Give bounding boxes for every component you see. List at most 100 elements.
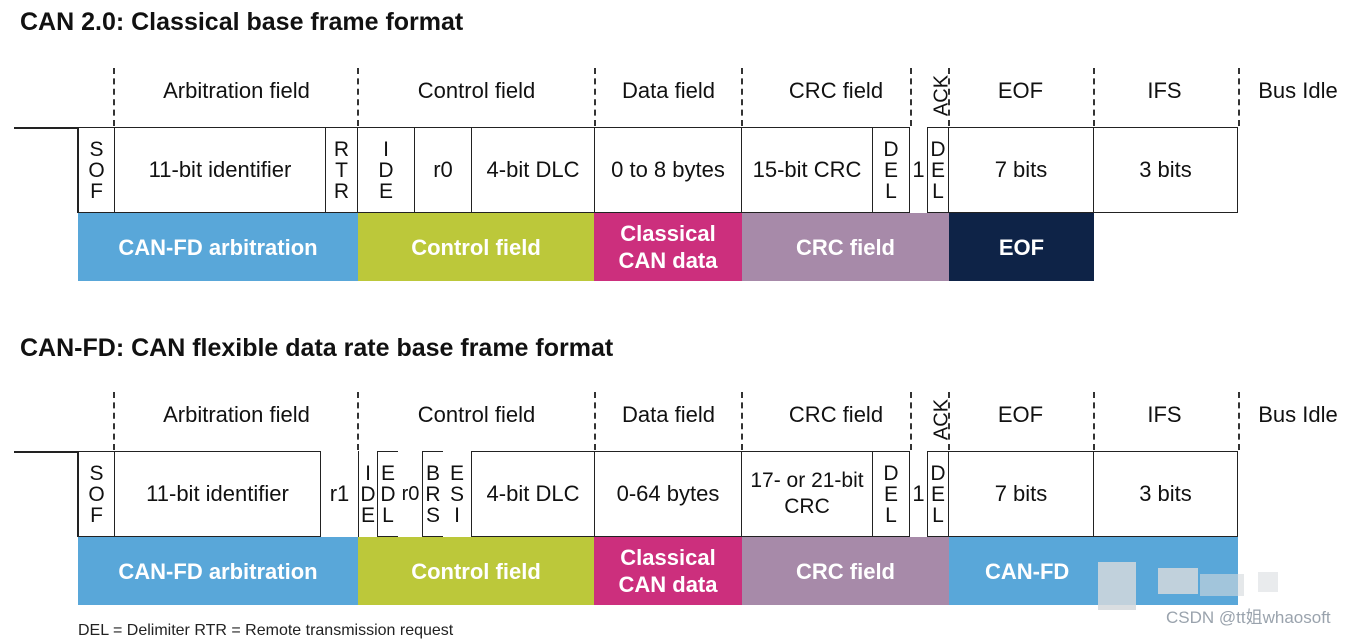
can20-ack-slot-cell: 1 bbox=[909, 127, 928, 213]
canfd-band-arbitration: CAN-FD arbitration bbox=[78, 537, 358, 605]
canfd-brs-letter: B bbox=[425, 461, 440, 485]
canfd-eof-cell: 7 bits bbox=[948, 451, 1094, 537]
canfd-separator bbox=[1238, 392, 1240, 450]
can20-rtr-letter: R bbox=[333, 179, 350, 203]
canfd-sof-letter: O bbox=[88, 482, 105, 506]
canfd-band-control: Control field bbox=[358, 537, 594, 605]
can20-dlc-cell: 4-bit DLC bbox=[471, 127, 595, 213]
can20-header-data: Data field bbox=[622, 78, 715, 103]
canfd-edl-letter: D bbox=[380, 482, 396, 506]
canfd-band-data: Classical CAN data bbox=[594, 537, 742, 605]
canfd-separator bbox=[1093, 392, 1095, 450]
canfd-ack-delimiter-cell: D E L bbox=[927, 451, 949, 537]
can20-ide-letter: E bbox=[378, 179, 393, 203]
watermark-blur bbox=[1158, 568, 1198, 594]
canfd-edl-letter: L bbox=[382, 503, 394, 527]
can20-title: CAN 2.0: Classical base frame format bbox=[20, 8, 464, 36]
canfd-dlc-cell: 4-bit DLC bbox=[471, 451, 595, 537]
can20-ack-del-letter: L bbox=[932, 179, 944, 203]
canfd-idle-line bbox=[14, 451, 78, 453]
canfd-r0-cell: r0 bbox=[398, 451, 423, 537]
canfd-esi-cell: E S I bbox=[443, 451, 472, 537]
canfd-esi-letter: E bbox=[449, 461, 464, 485]
can20-rtr-letter: T bbox=[335, 158, 348, 182]
canfd-ide-letter: I bbox=[365, 461, 371, 485]
canfd-header-ifs: IFS bbox=[1147, 402, 1182, 427]
canfd-header-crc: CRC field bbox=[788, 402, 884, 427]
can20-header-control: Control field bbox=[417, 78, 536, 103]
can20-ide-cell: I D E bbox=[357, 127, 415, 213]
can20-ifs-cell: 3 bits bbox=[1093, 127, 1238, 213]
canfd-sof-cell: S O F bbox=[78, 451, 115, 537]
can20-ack-del-letter: D bbox=[930, 137, 946, 161]
canfd-ack-del-letter: E bbox=[930, 482, 945, 506]
can20-band-control: Control field bbox=[358, 213, 594, 281]
can20-sof-cell: S O F bbox=[78, 127, 115, 213]
canfd-header-control: Control field bbox=[417, 402, 536, 427]
can20-data-cell: 0 to 8 bytes bbox=[594, 127, 742, 213]
watermark-blur bbox=[1258, 572, 1278, 592]
canfd-crc-del-letter: D bbox=[883, 461, 899, 485]
watermark-blur bbox=[1098, 562, 1136, 610]
can20-separator bbox=[948, 68, 950, 126]
canfd-separator bbox=[357, 392, 359, 450]
can20-separator bbox=[1238, 68, 1240, 126]
can20-crc-del-letter: E bbox=[883, 158, 898, 182]
canfd-ack-del-letter: L bbox=[932, 503, 944, 527]
watermark-text: CSDN @tt姐whaosoft bbox=[1166, 608, 1331, 627]
canfd-brs-cell: B R S bbox=[422, 451, 444, 537]
can20-ack-del-letter: E bbox=[930, 158, 945, 182]
canfd-header-idle: Bus Idle bbox=[1258, 402, 1338, 427]
canfd-edl-letter: E bbox=[380, 461, 395, 485]
can20-ack-delimiter-cell: D E L bbox=[927, 127, 949, 213]
canfd-crc-delimiter-cell: D E L bbox=[872, 451, 910, 537]
canfd-esi-letter: I bbox=[454, 503, 460, 527]
can20-separator bbox=[113, 68, 115, 126]
canfd-ifs-cell: 3 bits bbox=[1093, 451, 1238, 537]
canfd-ide-letter: E bbox=[360, 503, 375, 527]
can20-band-crc: CRC field bbox=[742, 213, 949, 281]
canfd-header-data: Data field bbox=[622, 402, 715, 427]
can20-band-eof: EOF bbox=[949, 213, 1094, 281]
canfd-header-eof: EOF bbox=[997, 402, 1044, 427]
can20-crc-del-letter: D bbox=[883, 137, 899, 161]
can20-band-arbitration: CAN-FD arbitration bbox=[78, 213, 358, 281]
canfd-identifier-cell: 11-bit identifier bbox=[114, 451, 321, 537]
canfd-title: CAN-FD: CAN flexible data rate base fram… bbox=[20, 334, 614, 362]
canfd-brs-letter: R bbox=[425, 482, 441, 506]
can20-idle-line bbox=[14, 127, 78, 129]
canfd-esi-letter: S bbox=[449, 482, 464, 506]
can20-sof-letter: F bbox=[90, 179, 103, 203]
can20-separator bbox=[910, 68, 912, 126]
can20-eof-cell: 7 bits bbox=[948, 127, 1094, 213]
canfd-header-arbitration: Arbitration field bbox=[163, 402, 310, 427]
can20-separator bbox=[741, 68, 743, 126]
canfd-edl-cell: E D L bbox=[377, 451, 399, 537]
can20-sof-letter: O bbox=[88, 158, 105, 182]
canfd-separator bbox=[910, 392, 912, 450]
legend-text: DEL = Delimiter RTR = Remote transmissio… bbox=[78, 622, 454, 639]
canfd-r1-cell: r1 bbox=[320, 451, 358, 537]
canfd-separator bbox=[741, 392, 743, 450]
can20-sof-letter: S bbox=[89, 137, 104, 161]
can20-separator bbox=[1093, 68, 1095, 126]
can20-ide-letter: D bbox=[378, 158, 394, 182]
canfd-brs-letter: S bbox=[425, 503, 440, 527]
canfd-separator bbox=[948, 392, 950, 450]
canfd-separator bbox=[594, 392, 596, 450]
can20-header-ifs: IFS bbox=[1147, 78, 1182, 103]
canfd-crc-del-letter: E bbox=[883, 482, 898, 506]
can20-header-arbitration: Arbitration field bbox=[163, 78, 310, 103]
can20-separator bbox=[594, 68, 596, 126]
canfd-band-crc: CRC field bbox=[742, 537, 949, 605]
can20-crc-del-letter: L bbox=[885, 179, 897, 203]
can20-crc-delimiter-cell: D E L bbox=[872, 127, 910, 213]
canfd-ack-slot-cell: 1 bbox=[909, 451, 928, 537]
can20-ide-letter: I bbox=[383, 137, 389, 161]
canfd-data-cell: 0-64 bytes bbox=[594, 451, 742, 537]
can20-header-eof: EOF bbox=[997, 78, 1044, 103]
can20-header-idle: Bus Idle bbox=[1258, 78, 1338, 103]
can20-band-data: Classical CAN data bbox=[594, 213, 742, 281]
canfd-sof-letter: F bbox=[90, 503, 103, 527]
canfd-crc-cell: 17- or 21-bit CRC bbox=[741, 451, 873, 537]
